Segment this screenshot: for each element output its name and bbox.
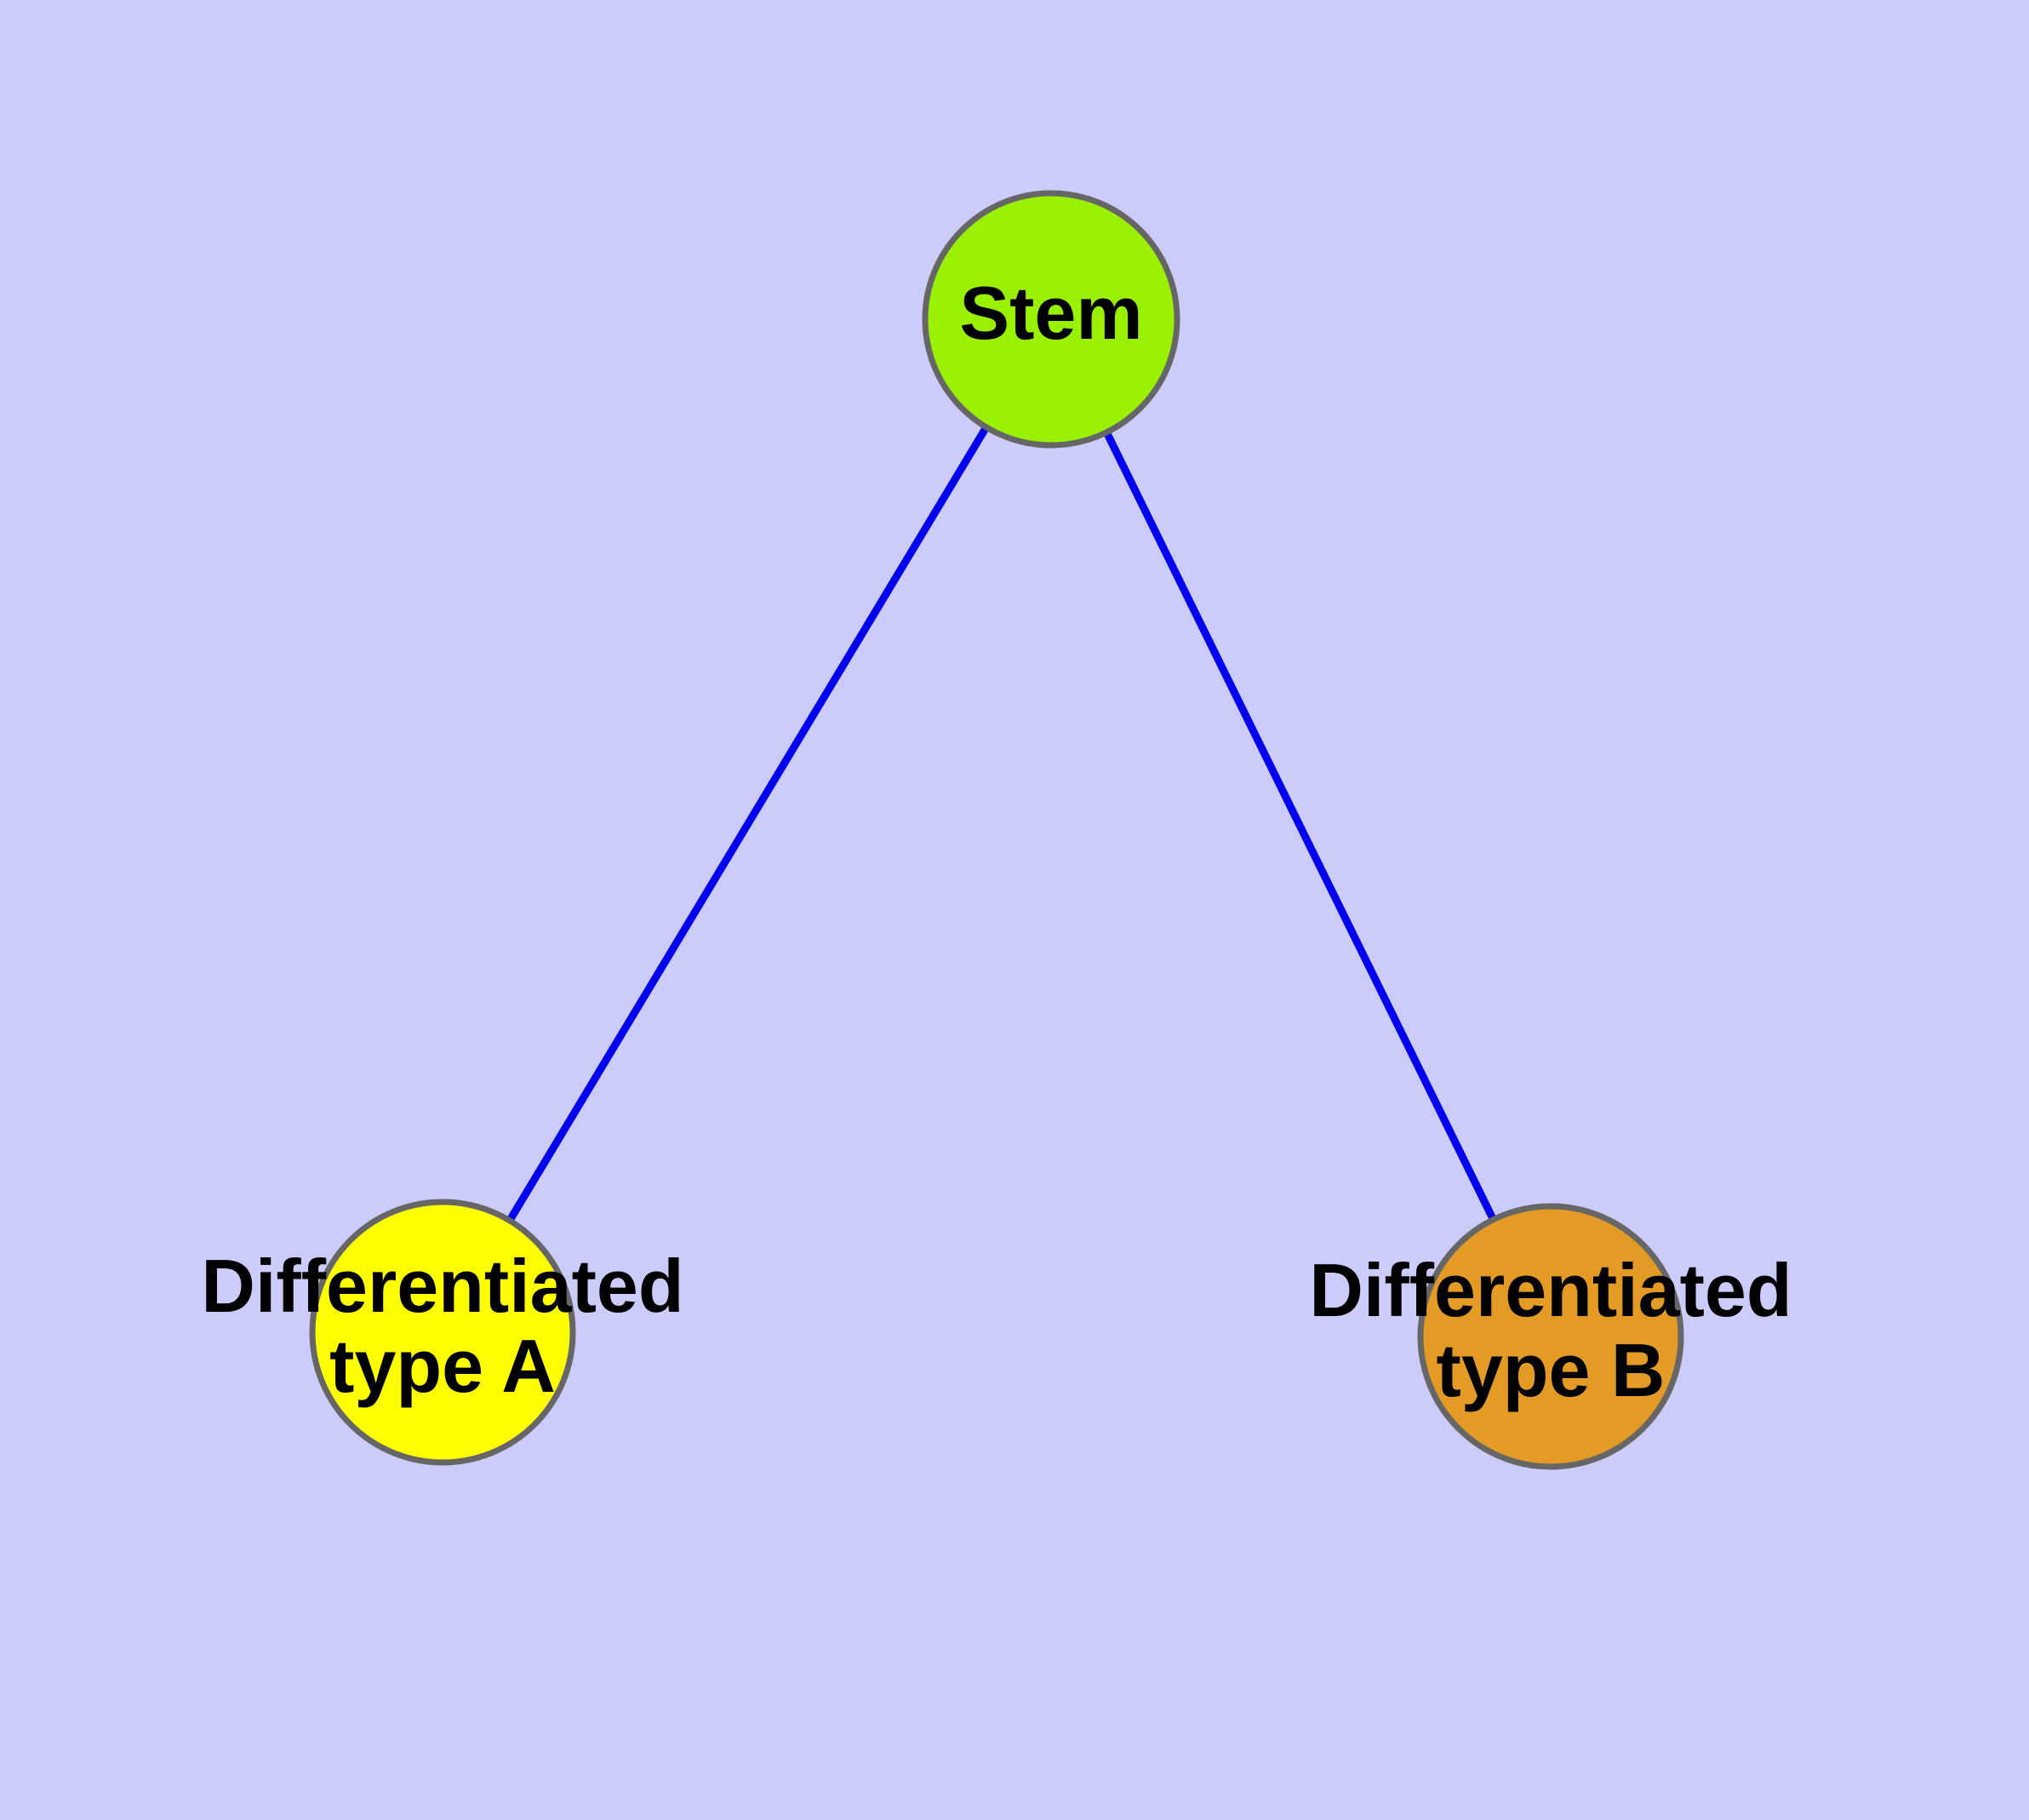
graph-edge[interactable] xyxy=(1103,430,1497,1222)
node-label-line: type A xyxy=(329,1324,556,1408)
graph-node-diff-b[interactable] xyxy=(1417,1203,1684,1470)
node-layer xyxy=(309,190,1684,1470)
node-label-line: Differentiated xyxy=(1309,1248,1792,1332)
node-label-stem: Stem xyxy=(959,271,1142,355)
graph-edge[interactable] xyxy=(506,425,990,1223)
node-label-line: type B xyxy=(1437,1328,1666,1412)
graph-node-diff-a[interactable] xyxy=(309,1199,576,1466)
node-label-line: Differentiated xyxy=(201,1244,683,1328)
graph-node-stem[interactable] xyxy=(922,190,1180,449)
edge-layer xyxy=(506,425,1497,1223)
node-label-line: Stem xyxy=(959,271,1142,355)
